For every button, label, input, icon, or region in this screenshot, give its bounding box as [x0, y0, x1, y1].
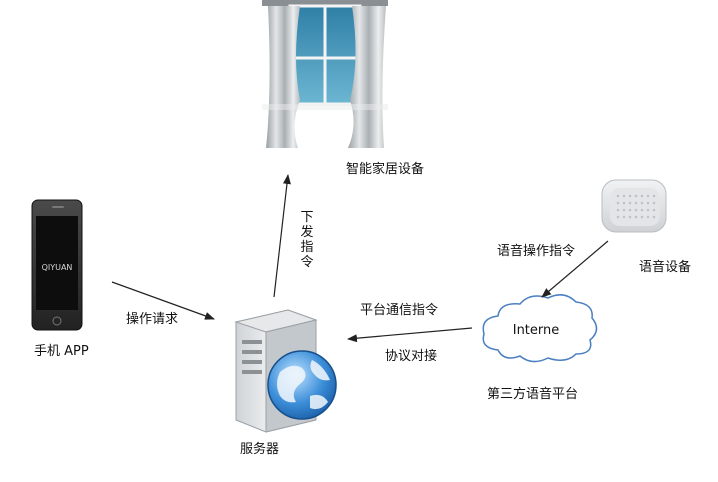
- node-label-third-party: 第三方语音平台: [487, 387, 579, 402]
- window-curtain-icon: [262, 0, 388, 148]
- arrow-phone-to-server: [111, 281, 215, 320]
- smart-speaker-icon: [601, 179, 667, 233]
- vertical-char: 下: [300, 210, 314, 225]
- node-label-phone-app: 手机 APP: [34, 344, 89, 359]
- node-label-smart-home: 智能家居设备: [346, 162, 425, 177]
- arrow-cloud-to-server: [347, 327, 473, 343]
- edge-label-operation-request: 操作请求: [126, 312, 179, 327]
- node-label-server: 服务器: [240, 442, 280, 457]
- cloud-icon: Interne: [482, 294, 598, 363]
- edge-label-platform-comm: 平台通信指令: [360, 303, 439, 318]
- vertical-char: 发: [300, 225, 314, 240]
- arrow-server-to-home: [273, 174, 291, 298]
- vertical-char: 令: [300, 255, 314, 270]
- phone-brand-text: QIYUAN: [42, 263, 73, 272]
- server-globe-icon: [234, 309, 337, 433]
- vertical-char: 指: [300, 240, 314, 255]
- edge-label-voice-command: 语音操作指令: [497, 244, 576, 259]
- edge-label-send-command: 下发指令: [299, 210, 315, 270]
- node-label-voice-device: 语音设备: [639, 260, 692, 275]
- arrow-speaker-to-cloud: [541, 240, 609, 298]
- smartphone-icon: QIYUAN: [31, 199, 83, 331]
- cloud-label: Interne: [513, 323, 560, 338]
- edge-label-protocol-docking: 协议对接: [385, 349, 438, 364]
